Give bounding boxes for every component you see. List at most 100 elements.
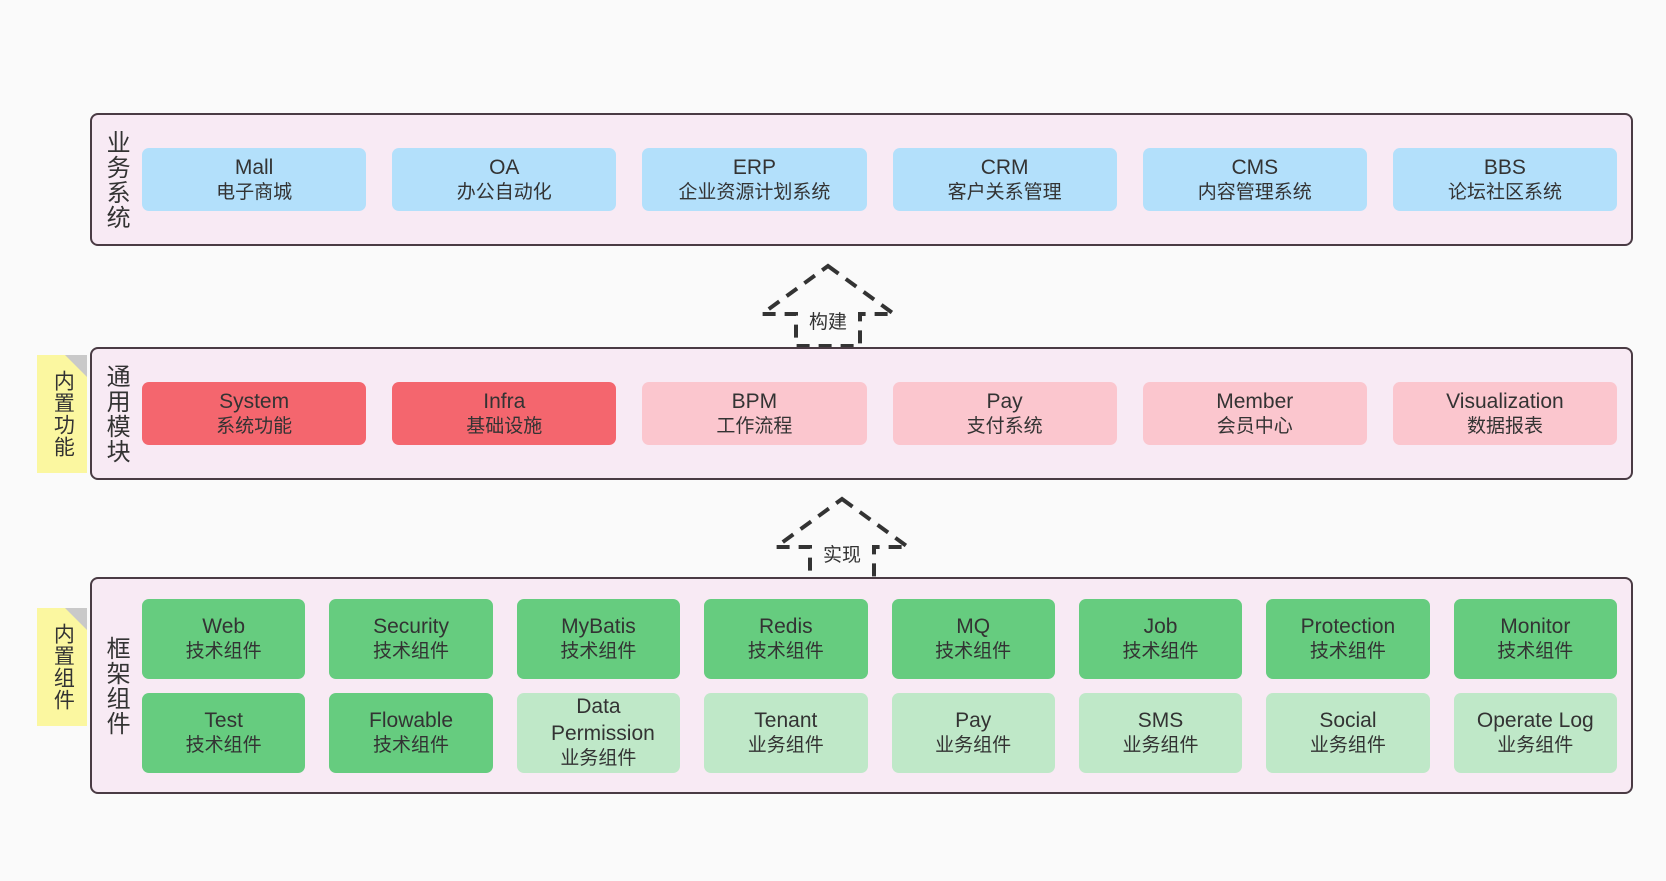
component-pay[interactable]: Pay 业务组件 [891, 692, 1055, 773]
component-social-name: Social [1319, 708, 1377, 732]
component-flowable-name: Flowable [369, 708, 454, 732]
component-test-name: Test [204, 708, 243, 732]
module-crm-desc: 客户关系管理 [947, 181, 1062, 203]
component-tenant-name: Tenant [754, 708, 818, 732]
component-redis[interactable]: Redis 技术组件 [704, 598, 868, 679]
component-redis-desc: 技术组件 [747, 640, 824, 662]
component-security-desc: 技术组件 [373, 640, 450, 662]
component-protection-name: Protection [1300, 614, 1396, 638]
component-mq[interactable]: MQ 技术组件 [891, 598, 1055, 679]
component-web-name: Web [202, 614, 246, 638]
module-erp-name: ERP [732, 155, 777, 179]
module-member-desc: 会员中心 [1216, 415, 1293, 437]
component-social[interactable]: Social 业务组件 [1266, 692, 1430, 773]
component-job-name: Job [1143, 614, 1178, 638]
module-bpm[interactable]: BPM 工作流程 [642, 381, 867, 446]
module-bbs-name: BBS [1483, 155, 1526, 179]
component-security[interactable]: Security 技术组件 [329, 598, 493, 679]
note-builtin-components: 内置组件 [37, 608, 87, 726]
module-system-name: System [219, 389, 290, 413]
module-pay[interactable]: Pay 支付系统 [892, 381, 1117, 446]
component-flowable-desc: 技术组件 [373, 734, 450, 756]
component-security-name: Security [373, 614, 449, 638]
component-operate-log-desc: 业务组件 [1497, 734, 1574, 756]
module-bpm-desc: 工作流程 [716, 415, 793, 437]
component-tenant-desc: 业务组件 [747, 734, 824, 756]
component-monitor-name: Monitor [1500, 614, 1571, 638]
module-erp[interactable]: ERP 企业资源计划系统 [642, 147, 867, 212]
module-oa[interactable]: OA 办公自动化 [392, 147, 617, 212]
module-cms-name: CMS [1231, 155, 1279, 179]
module-visualization[interactable]: Visualization 数据报表 [1392, 381, 1618, 446]
module-crm[interactable]: CRM 客户关系管理 [892, 147, 1117, 212]
layer-common-module: 通用模块 System 系统功能 Infra 基础设施 BPM 工作流程 Pay [90, 347, 1633, 480]
component-sms[interactable]: SMS 业务组件 [1078, 692, 1243, 773]
module-bbs[interactable]: BBS 论坛社区系统 [1392, 147, 1618, 212]
module-mall-desc: 电子商城 [216, 181, 293, 203]
component-data-permission[interactable]: Data Permission 业务组件 [516, 692, 681, 773]
layer-business-system: 业务系统 Mall 电子商城 OA 办公自动化 ERP 企业资源计划系统 CRM [90, 113, 1633, 246]
module-pay-name: Pay [986, 389, 1023, 413]
layer-common-module-title: 通用模块 [102, 363, 130, 464]
component-operate-log[interactable]: Operate Log 业务组件 [1453, 692, 1617, 773]
layer-common-module-body: System 系统功能 Infra 基础设施 BPM 工作流程 Pay 支付系统… [138, 349, 1631, 478]
connector-implement: 实现 [772, 495, 912, 581]
note-builtin-functions: 内置功能 [37, 355, 87, 473]
module-oa-desc: 办公自动化 [456, 181, 552, 203]
module-infra-desc: 基础设施 [466, 415, 543, 437]
component-sms-desc: 业务组件 [1122, 734, 1199, 756]
module-infra[interactable]: Infra 基础设施 [392, 381, 617, 446]
layer-framework-row-technical: Web 技术组件 Security 技术组件 MyBatis 技术组件 Redi… [142, 598, 1617, 679]
module-system-desc: 系统功能 [216, 415, 293, 437]
note-builtin-functions-label: 内置功能 [51, 370, 75, 458]
module-pay-desc: 支付系统 [966, 415, 1043, 437]
connector-build: 构建 [758, 262, 898, 348]
component-flowable[interactable]: Flowable 技术组件 [329, 692, 493, 773]
module-visualization-desc: 数据报表 [1466, 415, 1543, 437]
layer-business-system-body: Mall 电子商城 OA 办公自动化 ERP 企业资源计划系统 CRM 客户关系… [138, 115, 1631, 244]
component-mybatis-name: MyBatis [561, 614, 636, 638]
layer-common-module-row: System 系统功能 Infra 基础设施 BPM 工作流程 Pay 支付系统… [142, 381, 1618, 446]
layer-framework-component-body: Web 技术组件 Security 技术组件 MyBatis 技术组件 Redi… [138, 579, 1631, 792]
layer-framework-row-business: Test 技术组件 Flowable 技术组件 Data Permission … [142, 692, 1617, 773]
layer-framework-component: 框架组件 Web 技术组件 Security 技术组件 MyBatis 技术组件… [90, 577, 1633, 794]
component-monitor[interactable]: Monitor 技术组件 [1453, 598, 1617, 679]
component-pay-desc: 业务组件 [935, 734, 1012, 756]
component-monitor-desc: 技术组件 [1497, 640, 1574, 662]
module-cms-desc: 内容管理系统 [1197, 181, 1312, 203]
module-mall[interactable]: Mall 电子商城 [142, 147, 367, 212]
module-crm-name: CRM [980, 155, 1029, 179]
module-bpm-name: BPM [731, 389, 778, 413]
component-web[interactable]: Web 技术组件 [142, 598, 306, 679]
module-visualization-name: Visualization [1446, 389, 1564, 413]
module-mall-name: Mall [234, 155, 274, 179]
module-member[interactable]: Member 会员中心 [1142, 381, 1367, 446]
component-protection[interactable]: Protection 技术组件 [1266, 598, 1430, 679]
component-web-desc: 技术组件 [185, 640, 262, 662]
component-protection-desc: 技术组件 [1309, 640, 1386, 662]
component-data-permission-desc: 业务组件 [560, 748, 637, 770]
component-social-desc: 业务组件 [1309, 734, 1386, 756]
module-system[interactable]: System 系统功能 [142, 381, 367, 446]
component-sms-name: SMS [1137, 708, 1184, 732]
layer-business-system-title: 业务系统 [102, 129, 130, 230]
layer-framework-component-title: 框架组件 [102, 635, 130, 736]
component-job[interactable]: Job 技术组件 [1078, 598, 1243, 679]
component-mybatis-desc: 技术组件 [560, 640, 637, 662]
module-infra-name: Infra [483, 389, 526, 413]
component-pay-name: Pay [955, 708, 992, 732]
component-test[interactable]: Test 技术组件 [142, 692, 306, 773]
module-erp-desc: 企业资源计划系统 [678, 181, 831, 203]
component-mq-desc: 技术组件 [935, 640, 1012, 662]
component-job-desc: 技术组件 [1122, 640, 1199, 662]
component-redis-name: Redis [758, 614, 813, 638]
component-data-permission-name: Data Permission [550, 694, 655, 746]
module-oa-name: OA [489, 155, 520, 179]
component-mybatis[interactable]: MyBatis 技术组件 [516, 598, 681, 679]
module-member-name: Member [1216, 389, 1294, 413]
component-mq-name: MQ [956, 614, 991, 638]
component-tenant[interactable]: Tenant 业务组件 [704, 692, 868, 773]
module-cms[interactable]: CMS 内容管理系统 [1142, 147, 1367, 212]
layer-business-system-row: Mall 电子商城 OA 办公自动化 ERP 企业资源计划系统 CRM 客户关系… [142, 147, 1618, 212]
